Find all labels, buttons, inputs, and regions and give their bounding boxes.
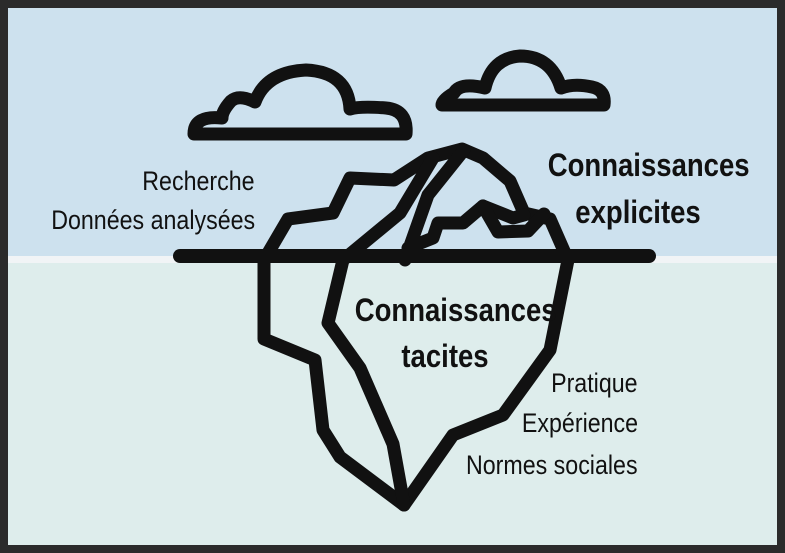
cloud-icon (435, 49, 611, 112)
iceberg-diagram: Recherche Données analysées Connaissance… (8, 8, 777, 545)
social-norms-label: Normes sociales (466, 450, 638, 480)
iceberg-icon (257, 142, 575, 512)
tacit-knowledge-title: Connaissances (354, 292, 557, 328)
iceberg-ridge (398, 143, 531, 267)
iceberg-ridge (476, 199, 551, 239)
tacit-knowledge-subtitle: tacites (401, 338, 489, 374)
cloud-icon (187, 63, 413, 141)
iceberg-artwork (8, 49, 777, 512)
analyzed-data-label: Données analysées (51, 205, 255, 235)
explicit-knowledge-subtitle: explicites (575, 194, 701, 230)
explicit-knowledge-title: Connaissances (547, 147, 750, 183)
practice-label: Pratique (551, 368, 638, 398)
iceberg-ridge (321, 151, 440, 512)
experience-label: Expérience (521, 408, 638, 438)
research-label: Recherche (142, 166, 255, 196)
